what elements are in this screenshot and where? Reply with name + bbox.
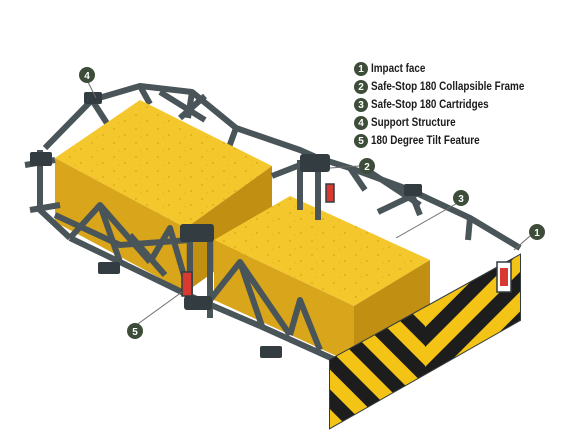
callout-number: 5: [132, 327, 138, 338]
legend-number: 3: [354, 98, 368, 112]
hinge-blocks: [30, 92, 422, 358]
legend-label: Safe-Stop 180 Collapsible Frame: [371, 81, 525, 93]
callout-tilt-feature: 5: [127, 323, 143, 339]
callout-cartridges: 3: [453, 190, 469, 206]
legend-number: 1: [354, 62, 368, 76]
legend-label: Support Structure: [371, 117, 456, 129]
legend-item-cartridges: 3 Safe-Stop 180 Cartridges: [354, 96, 549, 114]
support-structure: [42, 83, 522, 251]
callout-number: 1: [534, 228, 540, 239]
legend-label: 180 Degree Tilt Feature: [371, 135, 480, 147]
legend-item-collapsible-frame: 2 Safe-Stop 180 Collapsible Frame: [354, 78, 549, 96]
legend-number: 5: [354, 134, 368, 148]
legend-item-tilt-feature: 5 180 Degree Tilt Feature: [354, 132, 549, 150]
legend-item-impact-face: 1 Impact face: [354, 60, 549, 78]
legend: 1 Impact face 2 Safe-Stop 180 Collapsibl…: [354, 60, 549, 150]
callout-collapsible-frame: 2: [359, 158, 375, 174]
callout-number: 3: [458, 194, 464, 205]
leader-lines: [86, 79, 531, 327]
callout-number: 4: [84, 71, 90, 82]
callout-number: 2: [364, 162, 370, 173]
legend-label: Impact face: [371, 63, 426, 75]
legend-number: 2: [354, 80, 368, 94]
legend-label: Safe-Stop 180 Cartridges: [371, 99, 489, 111]
callout-impact-face: 1: [529, 224, 545, 240]
legend-number: 4: [354, 116, 368, 130]
legend-item-support-structure: 4 Support Structure: [354, 114, 549, 132]
callout-support-structure: 4: [79, 67, 95, 83]
